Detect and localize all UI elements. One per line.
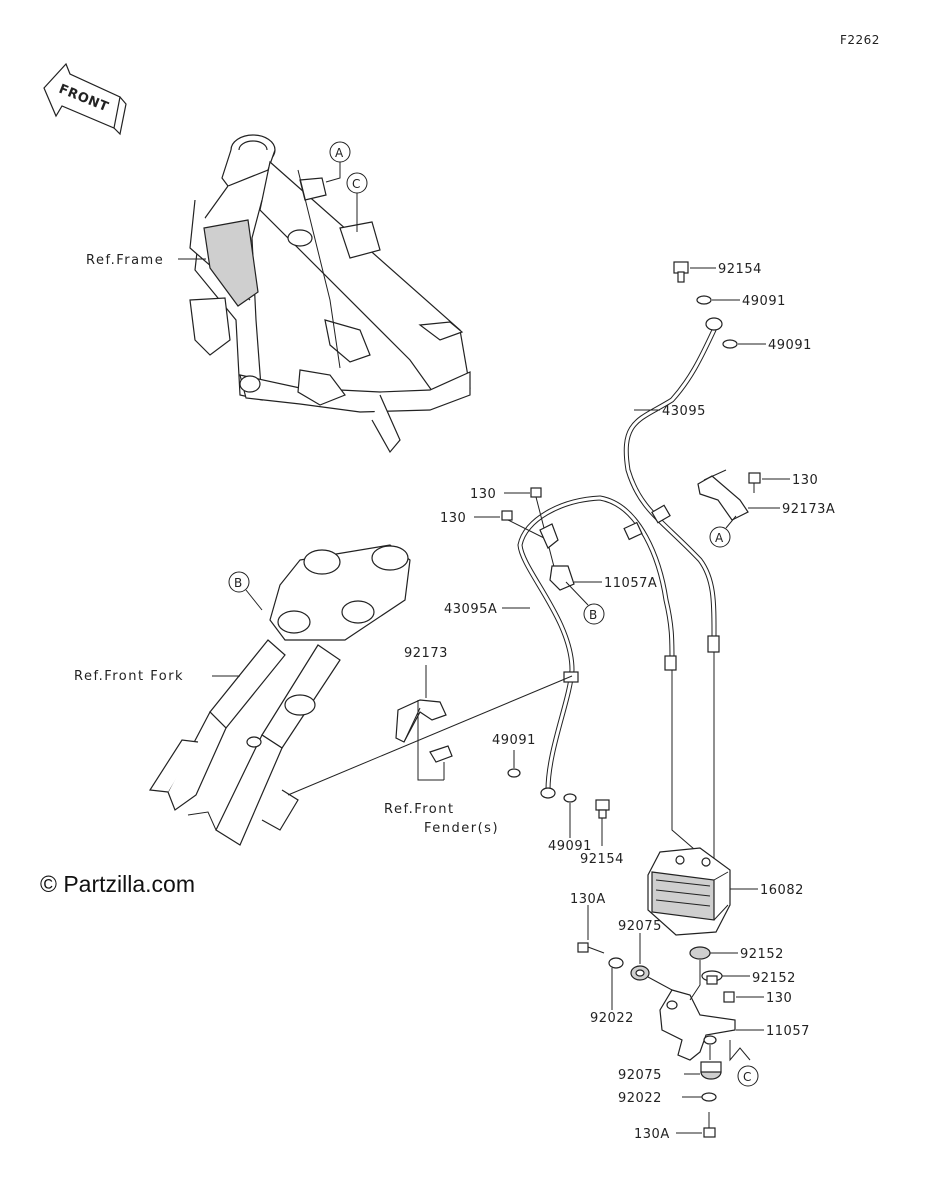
callout-B-fork: B	[228, 571, 250, 593]
part-92173: 92173	[404, 646, 448, 661]
front-arrow-icon: FRONT	[43, 62, 127, 136]
washer-49091-low1	[507, 768, 521, 778]
part-49091-top1: 49091	[742, 294, 786, 309]
part-49091-top2: 49091	[768, 338, 812, 353]
part-43095A: 43095A	[444, 602, 497, 617]
washer-49091-top1	[696, 295, 712, 305]
bolt-130-b	[501, 510, 513, 521]
bolt-130A-low	[703, 1112, 716, 1138]
ref-front-fork-label: Ref.Front Fork	[74, 669, 184, 684]
collar-92152-b	[701, 970, 723, 985]
bracket-11057	[659, 989, 736, 1061]
brake-hose-43095	[623, 317, 723, 653]
part-130-bracket: 130	[766, 991, 792, 1006]
banjo-bolt-92154-top	[673, 261, 689, 283]
svg-text:C: C	[352, 177, 360, 191]
part-11057A: 11057A	[604, 576, 657, 591]
callout-C-bracket: C	[737, 1065, 759, 1087]
clamp-92173A	[697, 469, 749, 521]
part-92022-low: 92022	[618, 1091, 662, 1106]
bolt-130-bracket	[723, 991, 735, 1003]
part-92154-low: 92154	[580, 852, 624, 867]
washer-92022-top	[608, 957, 624, 969]
part-130-b: 130	[440, 511, 466, 526]
part-92075-low: 92075	[618, 1068, 662, 1083]
part-130-a: 130	[470, 487, 496, 502]
callout-A-top: A	[329, 141, 351, 163]
frame-illustration	[189, 134, 471, 454]
brake-hose-43095A	[517, 495, 677, 799]
ref-frame-label: Ref.Frame	[86, 253, 164, 268]
clamp-11057A	[539, 523, 575, 591]
part-92154-top: 92154	[718, 262, 762, 277]
svg-text:B: B	[234, 576, 242, 590]
svg-text:A: A	[335, 146, 344, 160]
part-43095: 43095	[662, 404, 706, 419]
collar-92152-a	[689, 946, 711, 960]
callout-B-hose: B	[583, 603, 605, 625]
part-130A-low: 130A	[634, 1127, 670, 1142]
part-92022-top: 92022	[590, 1011, 634, 1026]
figure-code: F2262	[840, 33, 880, 47]
part-11057: 11057	[766, 1024, 810, 1039]
ref-front-fender-line2: Fender(s)	[424, 821, 499, 836]
svg-text:C: C	[743, 1070, 751, 1084]
part-92075-top: 92075	[618, 919, 662, 934]
copyright-text: © Partzilla.com	[40, 871, 195, 897]
part-16082: 16082	[760, 883, 804, 898]
svg-text:B: B	[589, 608, 597, 622]
abs-hydraulic-unit	[647, 847, 731, 936]
washer-49091-low2	[563, 793, 577, 803]
grommet-92075-low	[700, 1061, 722, 1080]
bolt-130A-top	[577, 942, 605, 954]
part-49091-low1: 49091	[492, 733, 536, 748]
part-49091-low2: 49091	[548, 839, 592, 854]
part-92173A: 92173A	[782, 502, 835, 517]
banjo-bolt-92154-low	[595, 799, 610, 819]
ref-front-fender-line1: Ref.Front	[384, 802, 455, 817]
callout-C-top: C	[346, 172, 368, 194]
grommet-92075-top	[630, 965, 650, 981]
part-130-right: 130	[792, 473, 818, 488]
washer-49091-top2	[722, 339, 738, 349]
part-92152-b: 92152	[752, 971, 796, 986]
part-92152-a: 92152	[740, 947, 784, 962]
callout-A-clamp: A	[709, 526, 731, 548]
bolt-130-a	[530, 487, 542, 498]
front-fork-illustration	[148, 544, 411, 846]
washer-92022-low	[701, 1092, 717, 1102]
bolt-130-right	[748, 472, 761, 493]
clamp-92173	[395, 699, 453, 763]
part-130A-top: 130A	[570, 892, 606, 907]
svg-text:A: A	[715, 531, 724, 545]
